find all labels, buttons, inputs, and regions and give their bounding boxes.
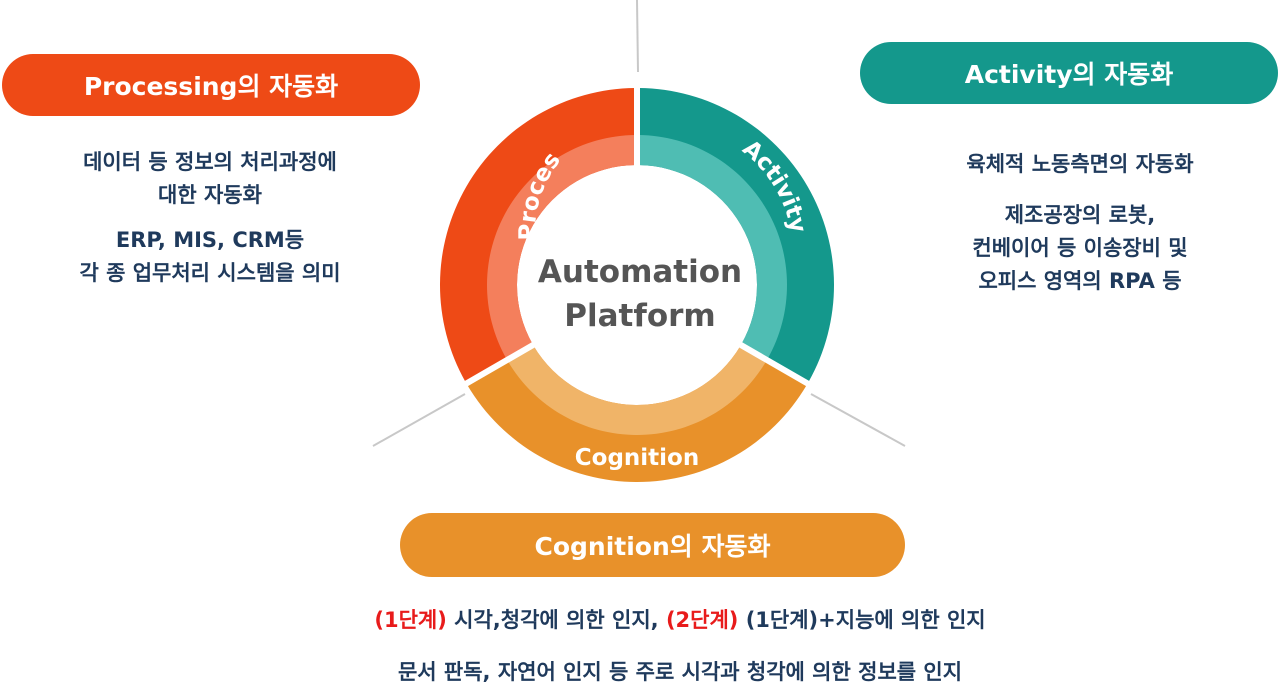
segment-label-cognition: Cognition [575, 445, 699, 471]
cognition-title: Cognition의 자동화 [534, 532, 771, 561]
cognition-desc-line2: 문서 판독, 자연어 인지 등 주로 시각과 청각에 의한 정보를 인지 [397, 660, 963, 684]
activity-title-pill: Activity의 자동화 [860, 42, 1278, 104]
connector-line-right [810, 393, 906, 447]
ring-gap-2 [463, 341, 537, 388]
center-title-line2: Platform [564, 298, 715, 334]
activity-desc-line: 제조공장의 로봇, [1004, 203, 1156, 227]
ring-segment-activity [638, 88, 834, 382]
processing-desc-line: 대한 자동화 [158, 183, 262, 207]
activity-desc-line: 오피스 영역의 RPA 등 [978, 269, 1182, 293]
ring-gap-1 [737, 341, 811, 388]
automation-ring-diagram: Processing Activity Cognition Automation… [360, 0, 906, 482]
ring-inner-band-cognition [507, 346, 767, 435]
cognition-description: (1단계) 시각,청각에 의한 인지, (2단계) (1단계)+지능에 의한 인… [230, 596, 1130, 696]
activity-desc-line: 육체적 노동측면의 자동화 [966, 152, 1194, 176]
processing-desc-line: 데이터 등 정보의 처리과정에 [83, 150, 337, 174]
ring-inner-band-activity [638, 135, 787, 359]
processing-desc-line: 각 종 업무처리 시스템을 의미 [79, 261, 341, 285]
cognition-title-pill: Cognition의 자동화 [400, 513, 905, 577]
ring-inner-band-processing [487, 135, 636, 359]
processing-desc-line: ERP, MIS, CRM등 [115, 228, 305, 252]
processing-description: 데이터 등 정보의 처리과정에 대한 자동화 ERP, MIS, CRM등 각 … [20, 146, 400, 290]
stage1-text: 시각,청각에 의한 인지, [446, 608, 666, 632]
connector-line-top [636, 0, 639, 73]
activity-description: 육체적 노동측면의 자동화 제조공장의 로봇, 컨베이어 등 이송장비 및 오피… [880, 148, 1280, 298]
center-title-line1: Automation [538, 254, 742, 290]
stage1-label: (1단계) [374, 608, 447, 632]
stage2-label: (2단계) [665, 608, 739, 632]
processing-title-pill: Processing의 자동화 [2, 54, 420, 116]
connector-line-left [372, 393, 466, 447]
stage2-text: (1단계)+지능에 의한 인지 [738, 608, 986, 632]
cognition-desc-line1: (1단계) 시각,청각에 의한 인지, (2단계) (1단계)+지능에 의한 인… [230, 596, 1130, 644]
activity-desc-line: 컨베이어 등 이송장비 및 [972, 236, 1188, 260]
processing-title: Processing의 자동화 [83, 72, 339, 101]
activity-title: Activity의 자동화 [964, 60, 1174, 89]
